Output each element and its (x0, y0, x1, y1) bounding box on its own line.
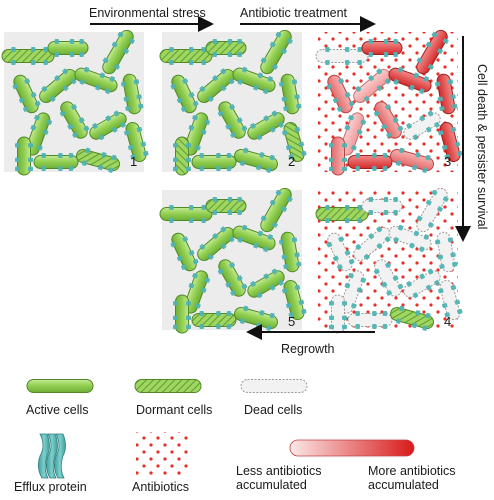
panel-3-cell (390, 147, 434, 173)
panel-2-cell (159, 47, 213, 65)
panel-4-cell (388, 224, 432, 253)
panel-2-cell (278, 73, 302, 115)
panel-5-cell (278, 231, 302, 273)
panel-4-cell (434, 231, 458, 273)
panel-3-cell (416, 29, 449, 75)
panel-1-cell (59, 101, 90, 139)
legend-more-label: More antibiotics accumulated (368, 464, 456, 492)
panel-2-cell (205, 39, 247, 57)
legend-dead-cell (240, 379, 308, 393)
panel-1-cell (47, 39, 89, 57)
legend-active-cell (26, 379, 94, 393)
legend-antibiotics-dots (136, 432, 190, 476)
step-label-antibiotic: Antibiotic treatment (240, 6, 347, 20)
panel-5-cell (260, 187, 293, 233)
panel-1-cell (74, 66, 118, 95)
panel-2-cell (197, 68, 235, 103)
panel-1-cell (76, 147, 120, 173)
panel-2-cell (234, 147, 278, 173)
panel-number-3: 3 (444, 154, 452, 169)
panel-4-cell (329, 294, 347, 334)
panel-3-cell (434, 73, 458, 115)
panel-2-cell (282, 121, 307, 163)
panel-3-cell (329, 136, 347, 176)
step-label-stress: Environmental stress (89, 6, 206, 20)
panel-5-cell (282, 279, 307, 321)
panel-3-cell (403, 110, 441, 141)
legend-efflux-protein-icon (38, 433, 66, 479)
legend-efflux-label: Efflux protein (14, 480, 87, 494)
legend-accumulation-gradient (289, 439, 415, 457)
legend-more-line2: accumulated (368, 478, 439, 492)
panel-1-cell (1, 47, 55, 65)
panel-2-cell (170, 74, 199, 114)
legend-more-line1: More antibiotics (368, 464, 456, 478)
panel-3-cell (315, 47, 369, 65)
panel-1-cell (124, 121, 149, 163)
panel-5-cell (170, 232, 199, 272)
panel-4-cell (347, 311, 393, 329)
panel-5-cell (191, 311, 237, 329)
panel-2-cell (173, 136, 191, 176)
legend-dormant-cell (134, 379, 202, 393)
panel-1-cell (39, 68, 77, 103)
panel-number-2: 2 (288, 154, 296, 169)
panel-5-cell (173, 294, 191, 334)
legend-dormant-label: Dormant cells (136, 403, 213, 417)
panel-3-cell (388, 66, 432, 95)
legend-antibiotics-label: Antibiotics (132, 480, 189, 494)
step-label-regrowth: Regrowth (281, 342, 335, 356)
panel-number-4: 4 (444, 314, 452, 329)
panel-4-cell (315, 205, 369, 223)
panel-3-cell (373, 101, 404, 139)
panel-1-cell (15, 136, 33, 176)
panel-4-cell (353, 226, 391, 261)
panel-1-cell (120, 73, 144, 115)
panel-5-cell (205, 197, 247, 215)
panel-3-cell (438, 121, 463, 163)
legend-active-label: Active cells (26, 403, 89, 417)
panel-4-cell (361, 197, 403, 215)
panel-4-cell (438, 279, 463, 321)
panel-1-cell (12, 74, 41, 114)
step-label-death: Cell death & persister survival (475, 64, 489, 230)
panel-1-cell (33, 153, 79, 171)
panel-5-cell (217, 259, 248, 297)
panel-5-cell (197, 226, 235, 261)
panel-3-cell (361, 39, 403, 57)
panel-2-cell (232, 66, 276, 95)
panel-4-cell (326, 232, 355, 272)
panel-2-cell (217, 101, 248, 139)
panel-4-cell (390, 305, 434, 331)
legend-dead-label: Dead cells (244, 403, 303, 417)
panel-5-cell (247, 268, 285, 299)
panel-1-cell (102, 29, 135, 75)
panel-5-cell (159, 205, 213, 223)
panel-number-1: 1 (130, 154, 138, 169)
panel-2-cell (247, 110, 285, 141)
panel-5-cell (232, 224, 276, 253)
legend-less-label: Less antibiotics accumulated (236, 464, 356, 492)
legend-less-line1: Less antibiotics (236, 464, 322, 478)
legend-less-line2: accumulated (236, 478, 307, 492)
panel-4-cell (373, 259, 404, 297)
panel-4-cell (416, 187, 449, 233)
panel-number-5: 5 (288, 314, 296, 329)
panel-2-cell (191, 153, 237, 171)
panel-2-cell (260, 29, 293, 75)
panel-3-cell (347, 153, 393, 171)
panel-3-cell (326, 74, 355, 114)
panel-1-cell (89, 110, 127, 141)
panel-3-cell (353, 68, 391, 103)
panel-4-cell (403, 268, 441, 299)
